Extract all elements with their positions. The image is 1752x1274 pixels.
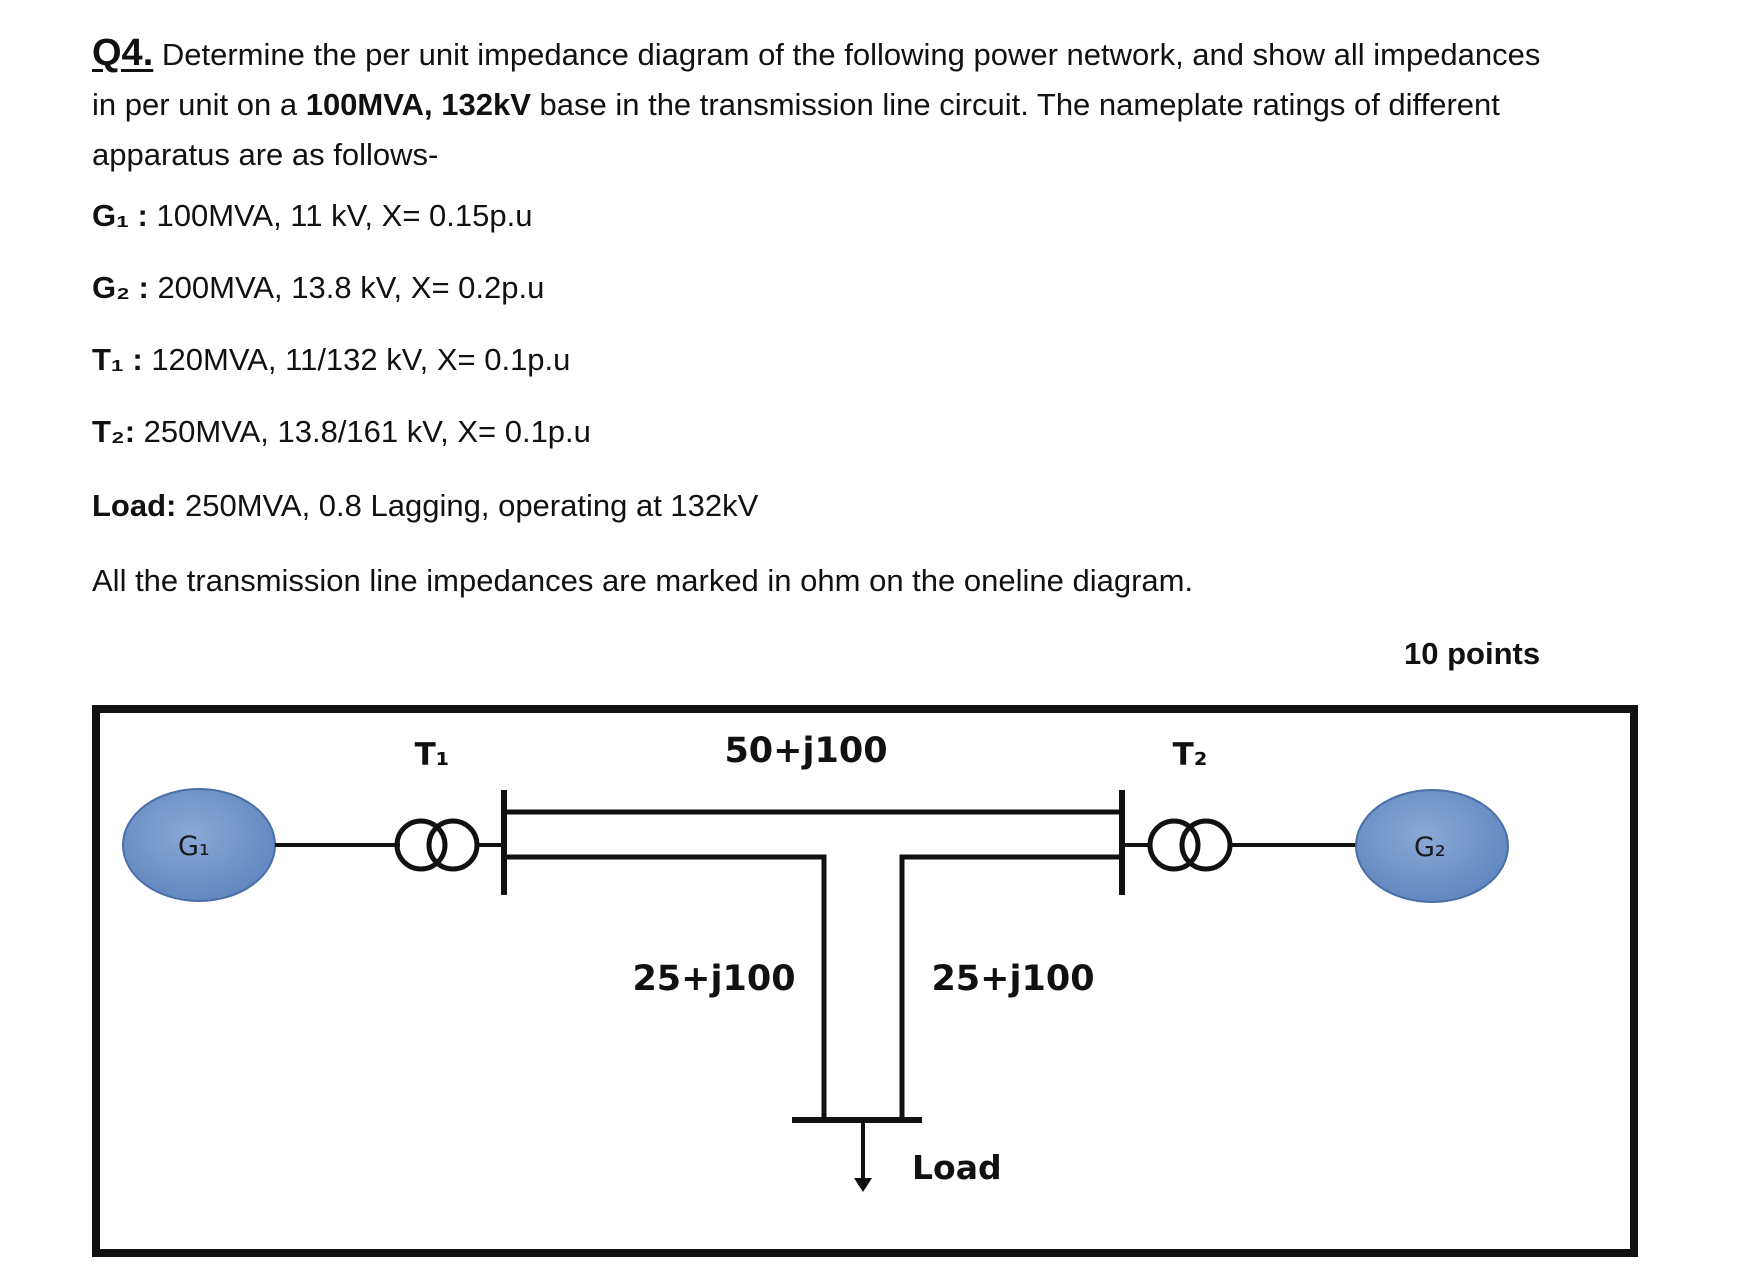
t2-label: T₂ [1173,737,1208,773]
oneline-diagram: G₁ T₁ 50+j100 25+j100 25+j100 Load T₂ G₂ [92,705,1638,1257]
rating-g2: G₂ : 200MVA, 13.8 kV, X= 0.2p.u [92,270,544,306]
top-line-impedance: 50+j100 [724,731,887,771]
rating-t2: T₂: 250MVA, 13.8/161 kV, X= 0.1p.u [92,414,591,450]
question-text-b: base in the transmission line circuit. T… [92,87,1500,172]
transformer-t2-secondary-coil [1179,818,1233,872]
rating-value: 250MVA, 13.8/161 kV, X= 0.1p.u [135,414,591,449]
line-right-leg [899,854,1120,1118]
load-arrow-icon [854,1178,872,1192]
rating-label: G₁ : [92,198,148,233]
points-label: 10 points [1404,636,1541,671]
line-left-leg [507,854,827,1118]
right-leg-impedance: 25+j100 [931,959,1094,999]
left-leg-impedance: 25+j100 [632,959,795,999]
g2-label: G₂ [1414,832,1446,863]
transformer-t2-primary-coil [1147,818,1201,872]
rating-label: T₂: [92,414,136,449]
generator-g2 [1355,789,1509,903]
rating-load: Load: 250MVA, 0.8 Lagging, operating at … [92,488,758,524]
question-text-a: Determine the per unit impedance diagram… [92,37,1541,122]
question-text: Q4. Determine the per unit impedance dia… [92,28,1572,180]
question-number: Q4. [92,32,154,74]
load-label: Load [912,1148,1002,1187]
rating-value: 120MVA, 11/132 kV, X= 0.1p.u [142,342,571,377]
rating-value: 200MVA, 13.8 kV, X= 0.2p.u [148,270,545,305]
rating-label: Load: [92,488,177,523]
diagram-frame [92,705,1638,1257]
transformer-t1-secondary-coil [426,818,480,872]
impedance-note: All the transmission line impedances are… [92,563,1194,598]
rating-label: G₂ : [92,270,149,305]
rating-label: T₁ : [92,342,143,377]
t1-label: T₁ [415,737,450,773]
question-base: 100MVA, 132kV [305,87,531,122]
rating-value: 250MVA, 0.8 Lagging, operating at 132kV [176,488,759,523]
rating-value: 100MVA, 11 kV, X= 0.15p.u [147,198,533,233]
g1-label: G₁ [178,831,210,862]
rating-g1: G₁ : 100MVA, 11 kV, X= 0.15p.u [92,198,532,234]
transformer-t1-primary-coil [394,818,448,872]
rating-t1: T₁ : 120MVA, 11/132 kV, X= 0.1p.u [92,342,570,378]
